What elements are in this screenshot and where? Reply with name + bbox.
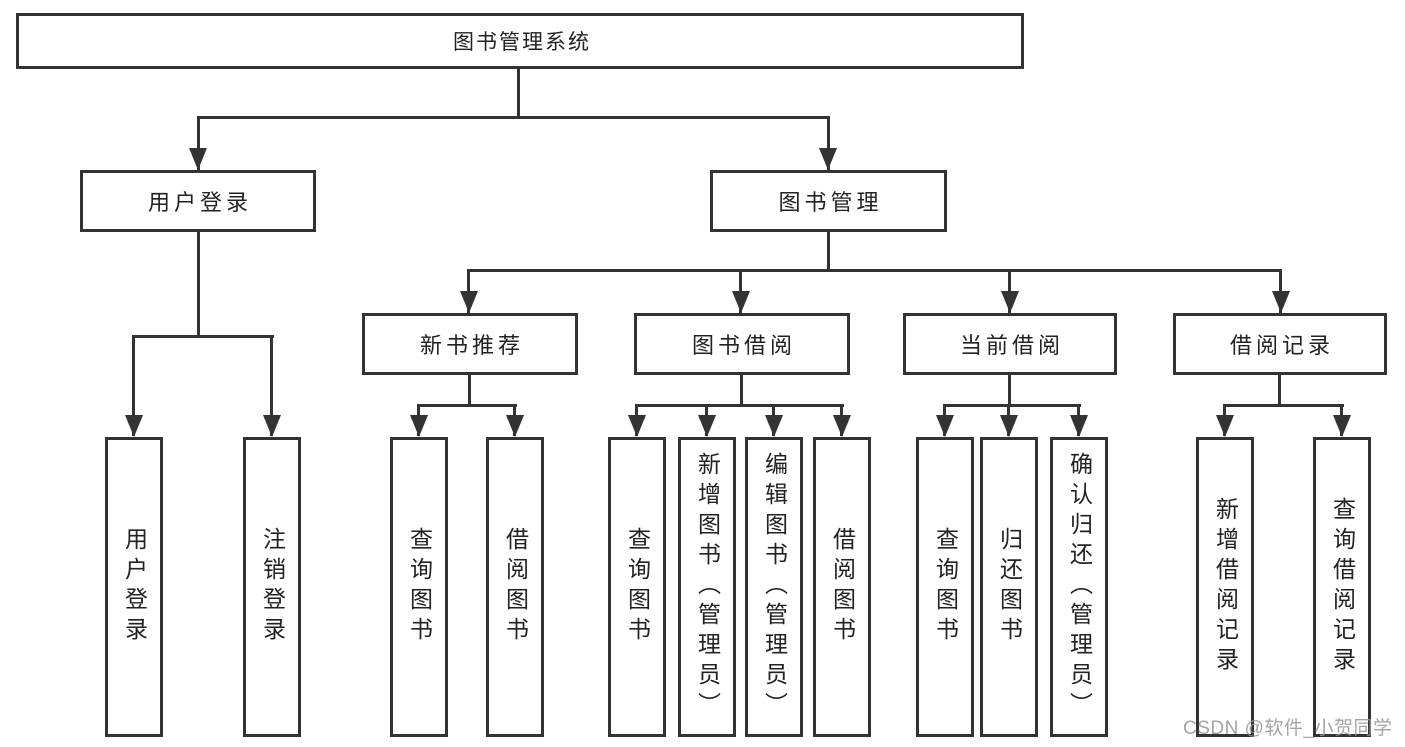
arrow-down-icon <box>1070 415 1088 437</box>
node-book-management: 图书管理 <box>710 170 947 232</box>
node-borrow-books-recommend: 借阅图书 <box>486 437 544 737</box>
node-label: 图书管理系统 <box>453 31 591 54</box>
connector-leaf-stem <box>132 337 135 436</box>
node-label: 查询图书 <box>932 527 959 647</box>
connector-user-login-hline <box>132 335 274 338</box>
node-label: 注销登录 <box>259 527 286 647</box>
connector-root-stem <box>517 69 520 118</box>
node-add-book-admin: 新增图书（管理员） <box>678 437 736 737</box>
arrow-down-icon <box>819 148 837 170</box>
node-label: 新书推荐 <box>419 333 524 358</box>
node-label: 新增图书（管理员） <box>694 452 721 722</box>
connector-borrow-records-hline <box>1223 404 1344 407</box>
connector-book-management-stem <box>827 232 830 271</box>
csdn-watermark: CSDN @软件_小贺同学 <box>1183 718 1393 739</box>
arrow-down-icon <box>732 291 750 313</box>
node-library-system: 图书管理系统 <box>16 13 1024 69</box>
connector-borrow-records-stem <box>1278 375 1281 407</box>
arrow-down-icon <box>263 415 281 437</box>
arrow-down-icon <box>1272 291 1290 313</box>
node-user-login: 用户登录 <box>80 170 316 232</box>
connector-new-book-hline <box>417 404 517 407</box>
node-book-borrowing: 图书借阅 <box>634 313 850 375</box>
node-add-borrow-record: 新增借阅记录 <box>1196 437 1254 737</box>
node-label: 新增借阅记录 <box>1212 497 1239 677</box>
node-new-book-recommendation: 新书推荐 <box>362 313 578 375</box>
node-label: 用户登录 <box>147 190 252 215</box>
node-edit-book-admin: 编辑图书（管理员） <box>745 437 803 737</box>
node-confirm-return-admin: 确认归还（管理员） <box>1050 437 1108 737</box>
connector-leaf-stem <box>270 337 273 436</box>
arrow-down-icon <box>1216 415 1234 437</box>
connector-book-borrow-stem <box>740 375 743 407</box>
node-label: 图书借阅 <box>691 333 796 358</box>
arrow-down-icon <box>936 415 954 437</box>
node-label: 当前借阅 <box>959 333 1064 358</box>
arrow-down-icon <box>628 415 646 437</box>
connector-book-borrow-hline <box>635 404 844 407</box>
node-borrowing-records: 借阅记录 <box>1173 313 1387 375</box>
connector-current-borrow-hline <box>943 404 1081 407</box>
node-current-borrowing: 当前借阅 <box>903 313 1117 375</box>
arrow-down-icon <box>506 415 524 437</box>
arrow-down-icon <box>1001 291 1019 313</box>
node-label: 用户登录 <box>121 527 148 647</box>
connector-stem-user-login <box>197 116 200 170</box>
arrow-down-icon <box>1333 415 1351 437</box>
connector-user-login-stem <box>197 232 200 337</box>
node-query-books-recommend: 查询图书 <box>390 437 448 737</box>
node-label: 借阅记录 <box>1229 333 1334 358</box>
arrow-down-icon <box>460 291 478 313</box>
arrow-down-icon <box>189 148 207 170</box>
node-label: 确认归还（管理员） <box>1066 452 1093 722</box>
connector-new-book-stem <box>468 375 471 407</box>
node-return-books: 归还图书 <box>980 437 1038 737</box>
node-label: 查询图书 <box>624 527 651 647</box>
node-query-books-current: 查询图书 <box>916 437 974 737</box>
node-query-borrow-record: 查询借阅记录 <box>1313 437 1371 737</box>
arrow-down-icon <box>698 415 716 437</box>
arrow-down-icon <box>1000 415 1018 437</box>
connector-current-borrow-stem <box>1008 375 1011 407</box>
node-user-login-leaf: 用户登录 <box>105 437 163 737</box>
arrow-down-icon <box>125 415 143 437</box>
connector-level3-hline <box>467 269 1282 272</box>
node-label: 查询图书 <box>406 527 433 647</box>
node-label: 图书管理 <box>778 190 883 215</box>
node-borrow-books-borrowing: 借阅图书 <box>813 437 871 737</box>
node-label: 借阅图书 <box>829 527 856 647</box>
connector-root-hline <box>197 116 830 119</box>
node-label: 编辑图书（管理员） <box>761 452 788 722</box>
node-logout: 注销登录 <box>243 437 301 737</box>
arrow-down-icon <box>833 415 851 437</box>
node-label: 借阅图书 <box>502 527 529 647</box>
connector-stem-book-management <box>827 116 830 170</box>
node-label: 归还图书 <box>996 527 1023 647</box>
node-label: 查询借阅记录 <box>1329 497 1356 677</box>
node-query-books-borrowing: 查询图书 <box>608 437 666 737</box>
arrow-down-icon <box>410 415 428 437</box>
arrow-down-icon <box>765 415 783 437</box>
